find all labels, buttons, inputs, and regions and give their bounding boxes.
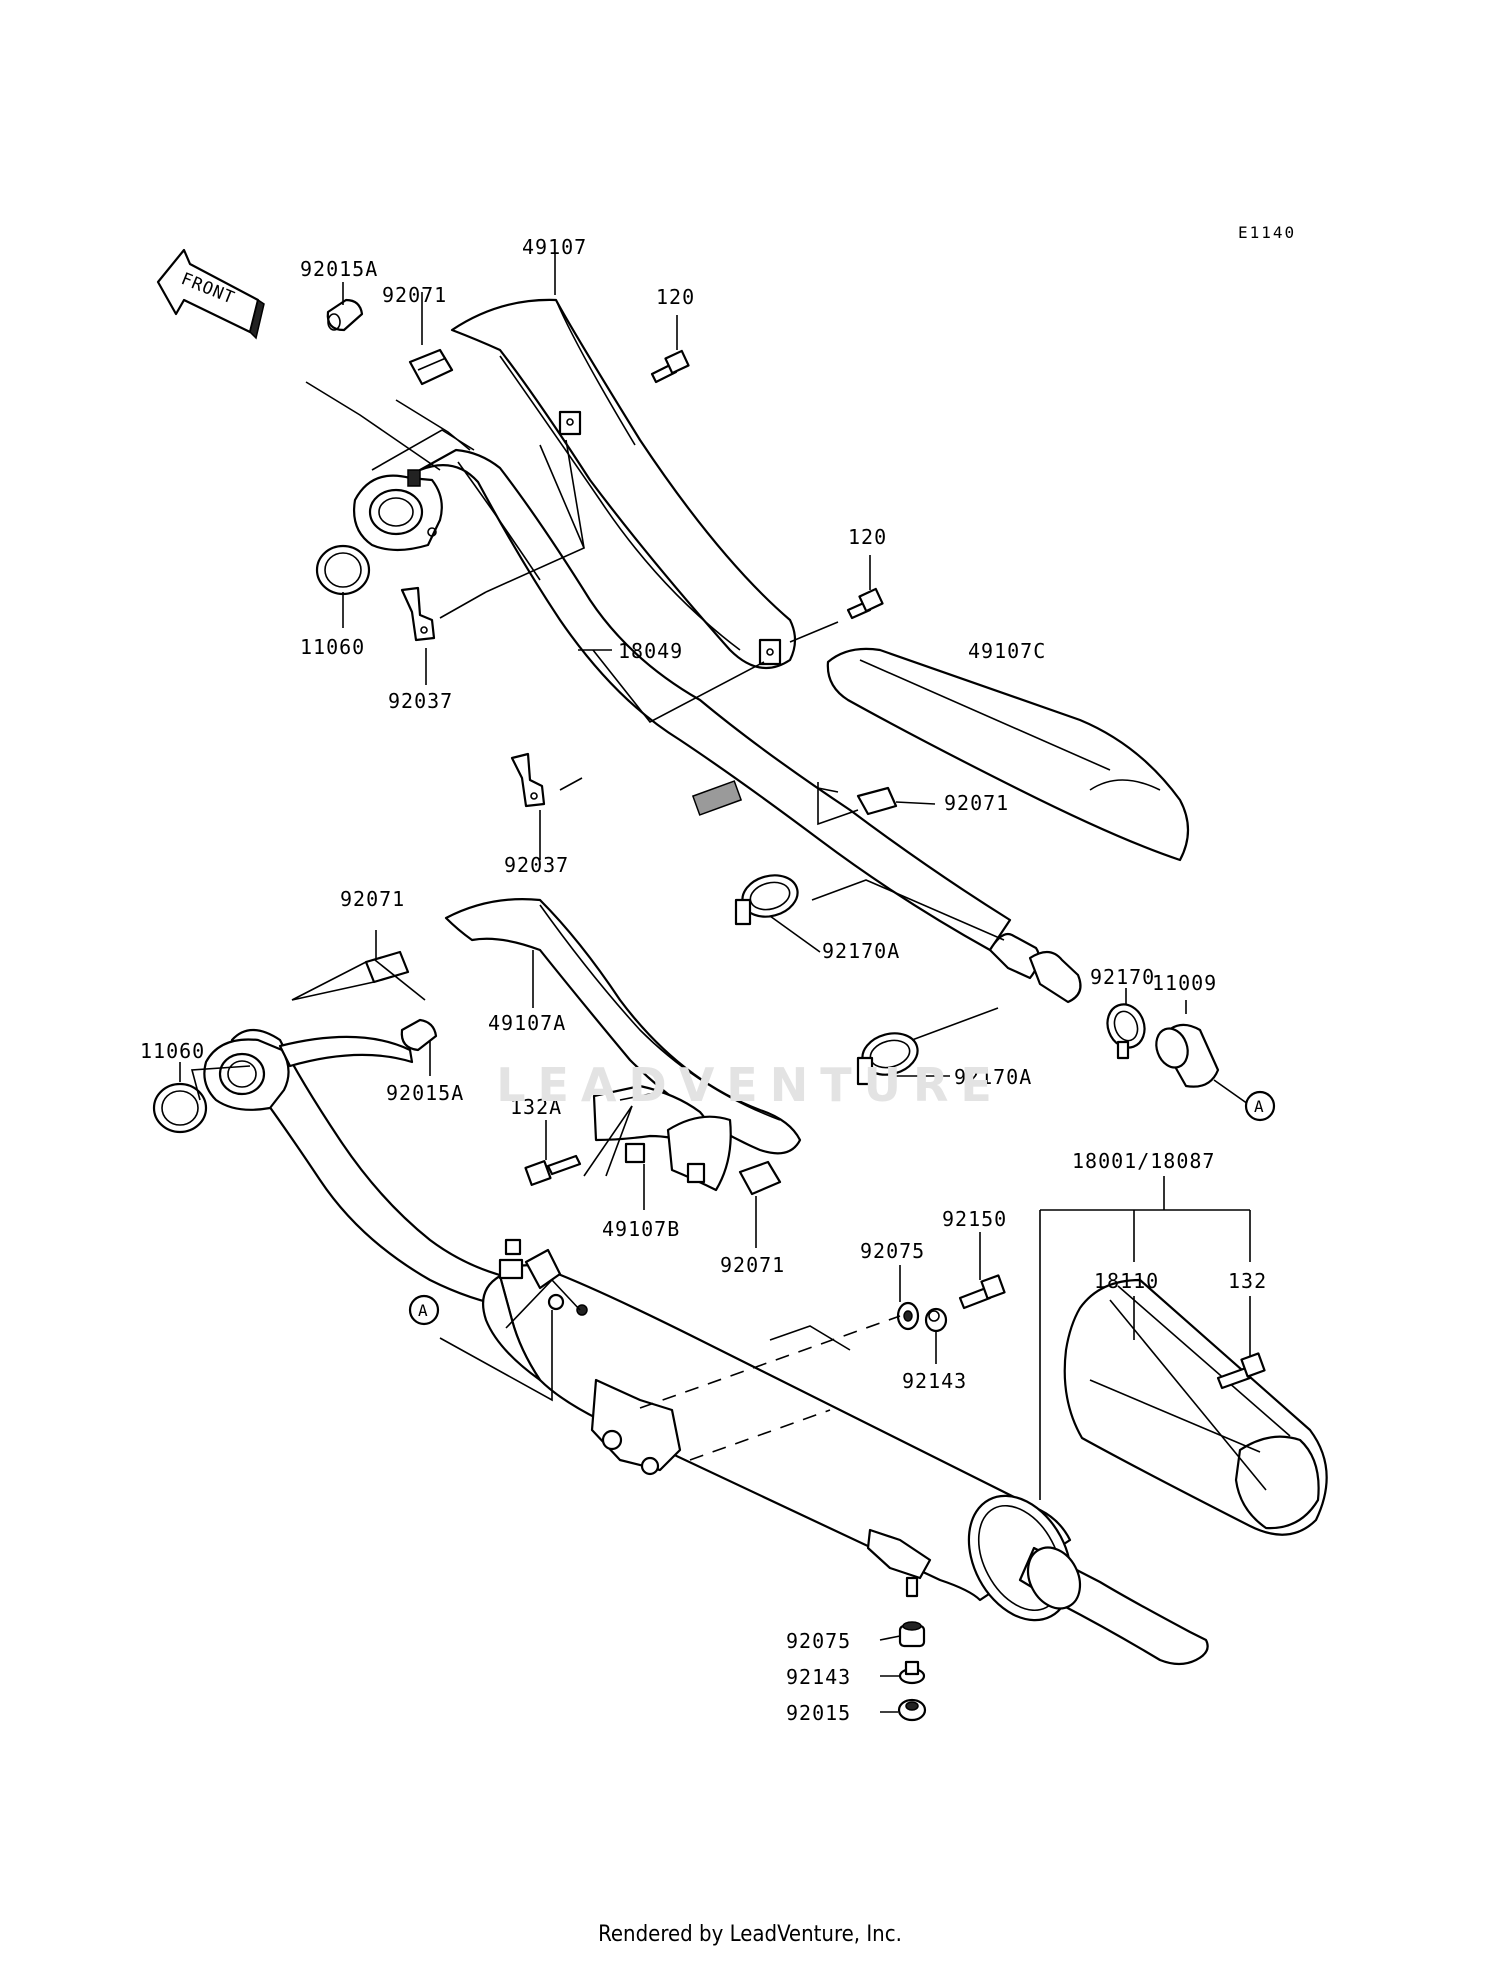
- bolt-120-top: [650, 349, 690, 384]
- clamp-92071-left: [364, 950, 410, 984]
- label-49107B: 49107B: [602, 1217, 680, 1241]
- label-11060-bottom: 11060: [140, 1039, 205, 1063]
- stud-under-muffler: [905, 1576, 919, 1598]
- bracket-92037-top: [400, 586, 436, 642]
- label-92037-top: 92037: [388, 689, 453, 713]
- clamp-92170A-1: [734, 874, 799, 926]
- label-132A: 132A: [510, 1095, 562, 1119]
- lower-exhaust-pipe: [203, 1028, 547, 1312]
- ref-marker-a-right: A: [1244, 1090, 1276, 1122]
- label-18001-18087: 18001/18087: [1072, 1149, 1215, 1173]
- svg-text:A: A: [418, 1301, 429, 1320]
- label-92015: 92015: [786, 1701, 851, 1725]
- grommet-92075-top: [896, 1301, 920, 1331]
- label-92143-top: 92143: [902, 1369, 967, 1393]
- label-18110: 18110: [1094, 1269, 1159, 1293]
- label-49107A: 49107A: [488, 1011, 566, 1035]
- grommet-92075-bottom: [898, 1621, 926, 1648]
- label-92170A-2: 92170A: [954, 1065, 1032, 1089]
- bracket-92037-mid: [510, 752, 546, 808]
- label-92015A-bottom: 92015A: [386, 1081, 464, 1105]
- muffler-18001-18087: [482, 1238, 1209, 1666]
- clamp-92071-mid: [856, 786, 898, 816]
- label-92071-bottom: 92071: [720, 1253, 785, 1277]
- part-labels: 92015A 92071 49107 120 120 11060 92037 1…: [140, 235, 1267, 1725]
- ref-marker-a-left: A: [408, 1294, 440, 1326]
- collar-92143-top: [924, 1307, 948, 1333]
- bolt-120-mid: [846, 587, 884, 620]
- diagram-code: E1140: [1238, 223, 1296, 242]
- tail-end-18110: [1063, 1278, 1328, 1536]
- bolt-132: [1216, 1352, 1266, 1390]
- collar-92015A-bottom: [400, 1018, 438, 1052]
- label-132: 132: [1228, 1269, 1267, 1293]
- collar-92143-bottom: [898, 1660, 926, 1685]
- clamp-92170A-2: [856, 1032, 919, 1086]
- label-120-top: 120: [656, 285, 695, 309]
- label-92143-bottom: 92143: [786, 1665, 851, 1689]
- label-120-mid: 120: [848, 525, 887, 549]
- watermark-text: LEADVENTURE: [496, 1058, 1004, 1112]
- label-18049: 18049: [618, 639, 683, 663]
- bolt-92150: [958, 1274, 1006, 1310]
- heat-shield-49107A: [444, 898, 802, 1155]
- leader-lines: [179, 253, 1251, 1713]
- label-92150: 92150: [942, 1207, 1007, 1231]
- clamp-92071-top: [408, 348, 454, 386]
- front-arrow-icon: FRONT: [156, 248, 265, 340]
- footer-credit: Rendered by LeadVenture, Inc.: [598, 1922, 902, 1947]
- label-92170: 92170: [1090, 965, 1155, 989]
- label-92071-top: 92071: [382, 283, 447, 307]
- label-49107: 49107: [522, 235, 587, 259]
- clamp-92170: [1106, 1003, 1146, 1060]
- label-92071-mid: 92071: [944, 791, 1009, 815]
- label-11060-top: 11060: [300, 635, 365, 659]
- heat-shield-49107: [450, 298, 797, 670]
- label-92015A-top: 92015A: [300, 257, 378, 281]
- gasket-11009: [1155, 1023, 1220, 1088]
- heat-shield-49107C: [826, 647, 1190, 862]
- label-92075-bottom: 92075: [786, 1629, 851, 1653]
- collar-92015-bottom: [897, 1698, 927, 1722]
- label-92170A-1: 92170A: [822, 939, 900, 963]
- collar-92015A-top: [326, 298, 364, 332]
- clamp-92071-bottom: [738, 1160, 782, 1196]
- bolt-132A: [524, 1154, 582, 1186]
- label-92075-top: 92075: [860, 1239, 925, 1263]
- label-11009: 11009: [1152, 971, 1217, 995]
- heat-shield-49107B: [592, 1084, 732, 1192]
- label-92071-left: 92071: [340, 887, 405, 911]
- svg-text:A: A: [1254, 1097, 1265, 1116]
- label-92037-mid: 92037: [504, 853, 569, 877]
- exhaust-pipe-18049: [353, 448, 1082, 1004]
- label-49107C: 49107C: [968, 639, 1046, 663]
